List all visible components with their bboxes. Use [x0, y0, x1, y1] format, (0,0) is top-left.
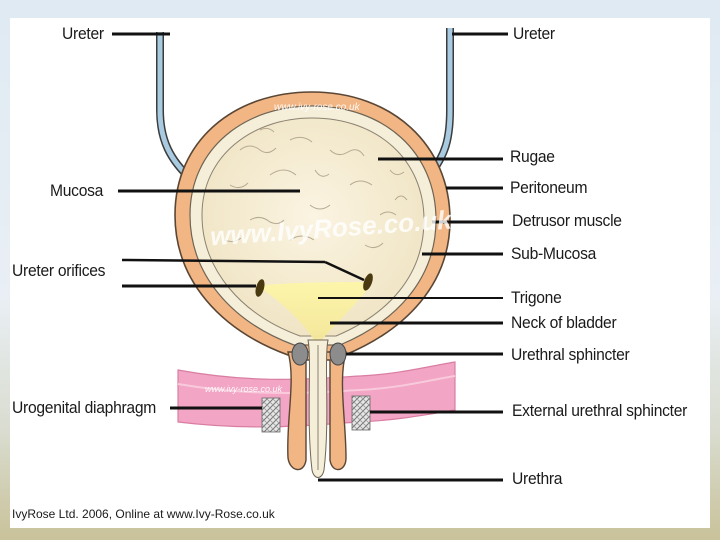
credit-line: IvyRose Ltd. 2006, Online at www.Ivy-Ros…	[12, 507, 275, 521]
label-peritoneum: Peritoneum	[510, 178, 588, 197]
watermark-diaphragm: www.ivy-rose.co.uk	[205, 384, 283, 394]
urethra-outer	[287, 351, 347, 471]
ureter-orifice-right	[363, 273, 373, 291]
external-sphincter-right	[351, 395, 371, 431]
label-ureter-right: Ureter	[513, 24, 555, 43]
watermark-top: www.ivy-rose.co.uk	[274, 102, 360, 113]
label-detrusor-muscle: Detrusor muscle	[512, 211, 622, 230]
ureter-right-tube	[426, 28, 454, 178]
ureter-orifice-left	[255, 279, 265, 297]
label-sub-mucosa: Sub-Mucosa	[511, 244, 597, 263]
leader-lines	[112, 32, 508, 482]
urethral-sphincter-right	[329, 342, 347, 366]
label-urogenital-diaphragm: Urogenital diaphragm	[12, 398, 157, 417]
label-urethral-sphincter: Urethral sphincter	[511, 345, 630, 364]
external-sphincter-left	[261, 397, 281, 433]
label-ureter-left: Ureter	[62, 24, 104, 43]
label-rugae: Rugae	[510, 147, 555, 166]
label-trigone: Trigone	[511, 288, 562, 307]
rugae-folds	[224, 127, 408, 249]
label-neck-of-bladder: Neck of bladder	[511, 313, 617, 332]
label-mucosa: Mucosa	[50, 181, 104, 200]
trigone-region	[258, 282, 372, 340]
label-urethra: Urethra	[512, 469, 563, 488]
urethral-sphincter-left	[291, 342, 309, 366]
label-ureter-orifices: Ureter orifices	[12, 261, 106, 280]
label-external-urethral-sphincter: External urethral sphincter	[512, 401, 688, 420]
ureter-left-tube	[156, 32, 195, 183]
